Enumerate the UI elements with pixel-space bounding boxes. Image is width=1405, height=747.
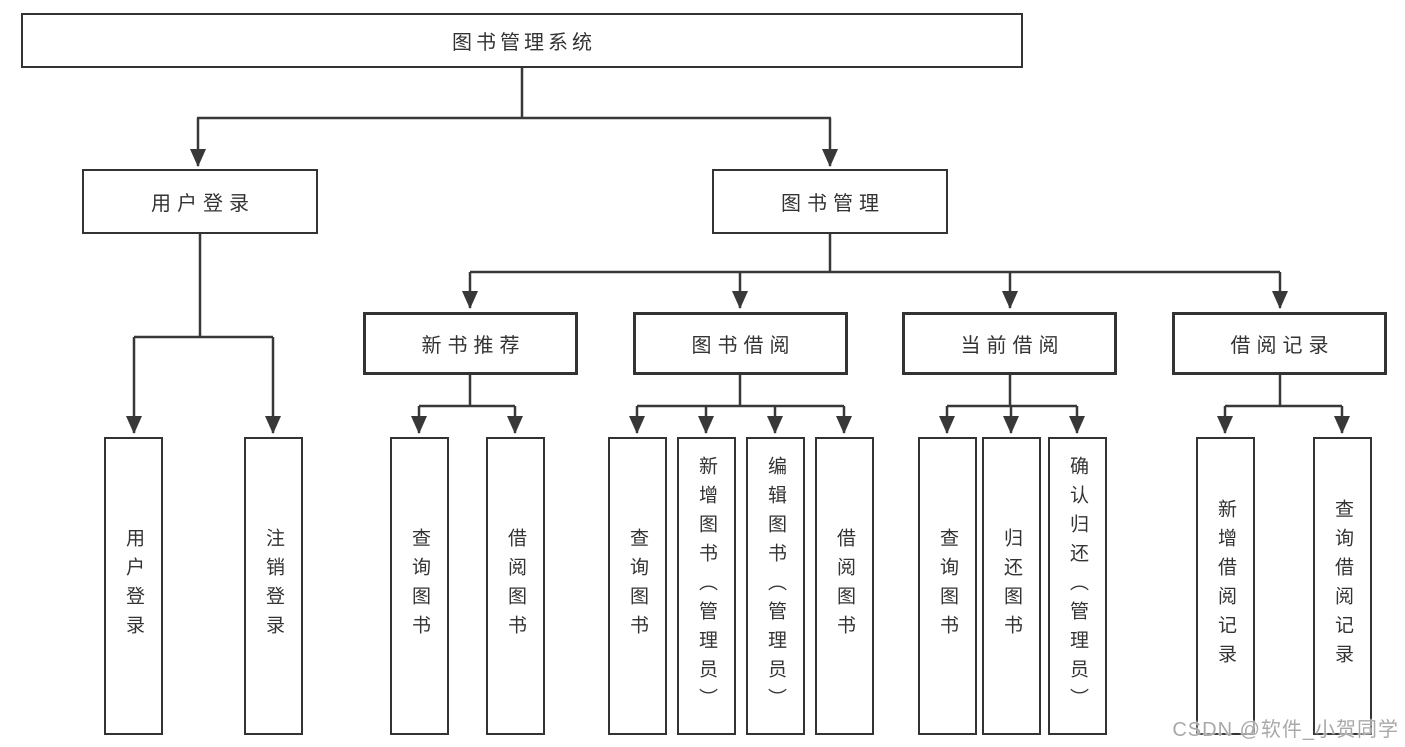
node-query-books-2: 查询图书 [608, 437, 667, 735]
node-add-borrow-record: 新增借阅记录 [1196, 437, 1255, 735]
leaf-label: 注销登录 [263, 528, 284, 644]
node-user-login: 用户登录 [104, 437, 163, 735]
node-borrow-books-1: 借阅图书 [486, 437, 545, 735]
node-edit-book-admin: 编辑图书（管理员） [746, 437, 805, 735]
connector-book-borrow [637, 375, 844, 408]
leaf-label: 确认归还（管理员） [1067, 455, 1088, 717]
csdn-watermark: CSDN @软件_小贺同学 [1172, 719, 1399, 741]
connector-root [197, 68, 831, 120]
leaf-label: 编辑图书（管理员） [765, 455, 786, 717]
node-user-login-branch: 用户登录 [82, 169, 318, 234]
node-query-borrow-record: 查询借阅记录 [1313, 437, 1372, 735]
node-new-book-recommend: 新书推荐 [363, 312, 578, 375]
node-query-books-1: 查询图书 [390, 437, 449, 735]
leaf-label: 新增借阅记录 [1215, 499, 1236, 673]
leaf-label: 新增图书（管理员） [696, 455, 717, 717]
connector-book-branch [470, 234, 1280, 274]
leaf-label: 查询图书 [409, 528, 430, 644]
node-borrow-books-2: 借阅图书 [815, 437, 874, 735]
node-logout: 注销登录 [244, 437, 303, 735]
node-book-borrow: 图书借阅 [633, 312, 848, 375]
leaf-label: 查询图书 [627, 528, 648, 644]
leaf-label: 借阅图书 [834, 528, 855, 644]
connector-current-borrow [947, 375, 1077, 408]
leaf-label: 查询图书 [937, 528, 958, 644]
node-borrow-records: 借阅记录 [1172, 312, 1387, 375]
connector-new-book [419, 375, 515, 408]
connector-borrow-records [1225, 375, 1342, 408]
leaf-label: 用户登录 [123, 528, 144, 644]
node-return-book: 归还图书 [982, 437, 1041, 735]
node-book-management: 图书管理 [712, 169, 948, 234]
node-query-books-3: 查询图书 [918, 437, 977, 735]
node-library-management-system: 图书管理系统 [21, 13, 1023, 68]
node-add-book-admin: 新增图书（管理员） [677, 437, 736, 735]
node-current-borrow: 当前借阅 [902, 312, 1117, 375]
connector-user-branch [134, 234, 273, 339]
leaf-label: 归还图书 [1001, 528, 1022, 644]
leaf-label: 查询借阅记录 [1332, 499, 1353, 673]
node-confirm-return-admin: 确认归还（管理员） [1048, 437, 1107, 735]
leaf-label: 借阅图书 [505, 528, 526, 644]
